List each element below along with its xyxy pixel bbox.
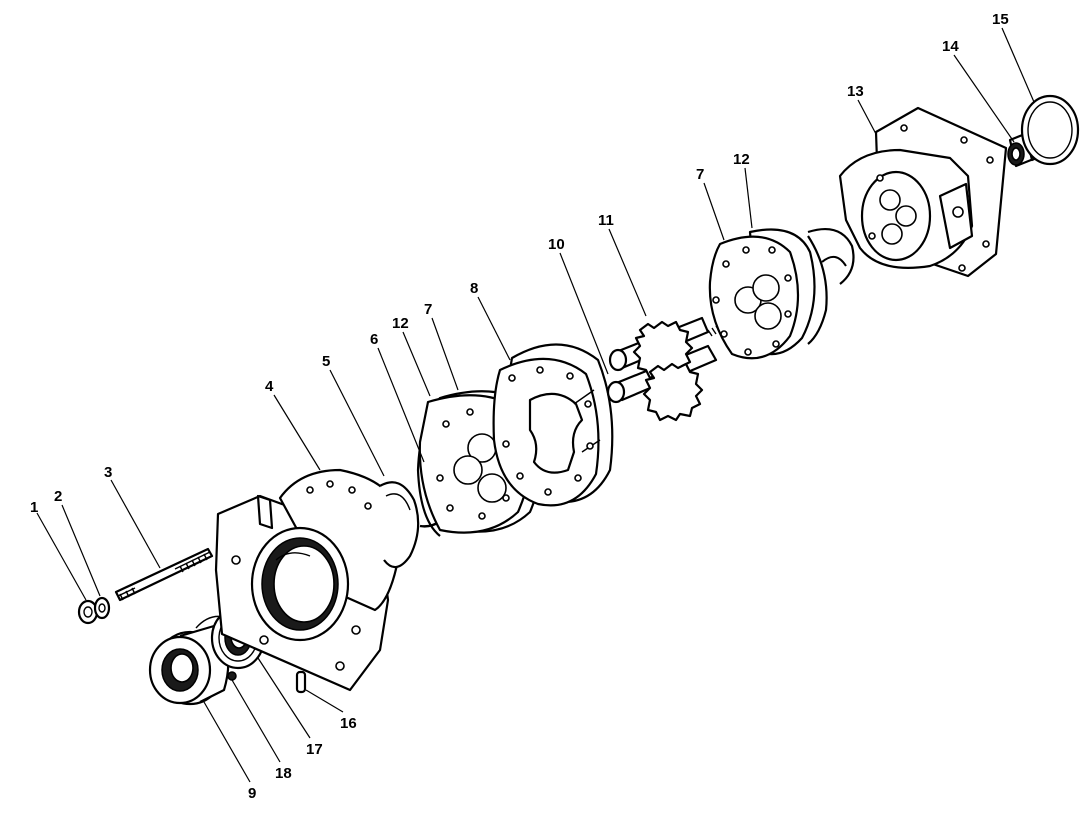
- gear-housing: [492, 343, 614, 507]
- callout-6: 6: [370, 331, 378, 348]
- callout-14: 14: [942, 38, 959, 55]
- leader-lines: [36, 27, 1035, 783]
- callout-1: 1: [30, 499, 38, 516]
- ball: [227, 671, 237, 681]
- callout-2: 2: [54, 488, 62, 505]
- drive-gear-shaft: [606, 316, 725, 422]
- callout-5: 5: [322, 353, 330, 370]
- shaft-seal: [148, 624, 230, 706]
- callout-10: 10: [548, 236, 565, 253]
- rear-cover: [838, 106, 1008, 278]
- callout-13: 13: [847, 83, 864, 100]
- callout-labels: 1 2 3 4 5 6 12 7 8 10 11 7 12 13 14 15 1…: [30, 11, 1009, 802]
- wear-plate-right: [708, 228, 816, 360]
- o-ring: [379, 481, 420, 569]
- callout-12-left: 12: [392, 315, 409, 332]
- callout-7-right: 7: [696, 166, 704, 183]
- callout-15: 15: [992, 11, 1009, 28]
- gasket-ring-right: [807, 228, 855, 345]
- callout-12-right: 12: [733, 151, 750, 168]
- callout-16: 16: [340, 715, 357, 732]
- nut-and-washer: [77, 596, 111, 625]
- callout-17: 17: [306, 741, 323, 758]
- callout-11: 11: [598, 212, 614, 229]
- callout-3: 3: [104, 464, 112, 481]
- callout-7-left: 7: [424, 301, 432, 318]
- callout-8: 8: [470, 280, 478, 297]
- dowel-pin: [295, 670, 307, 694]
- end-plug: [1020, 94, 1080, 166]
- stud-bolt: [114, 547, 214, 602]
- callout-4: 4: [265, 378, 274, 395]
- mounting-flange: [214, 468, 400, 692]
- callout-18: 18: [275, 765, 292, 782]
- callout-9: 9: [248, 785, 256, 802]
